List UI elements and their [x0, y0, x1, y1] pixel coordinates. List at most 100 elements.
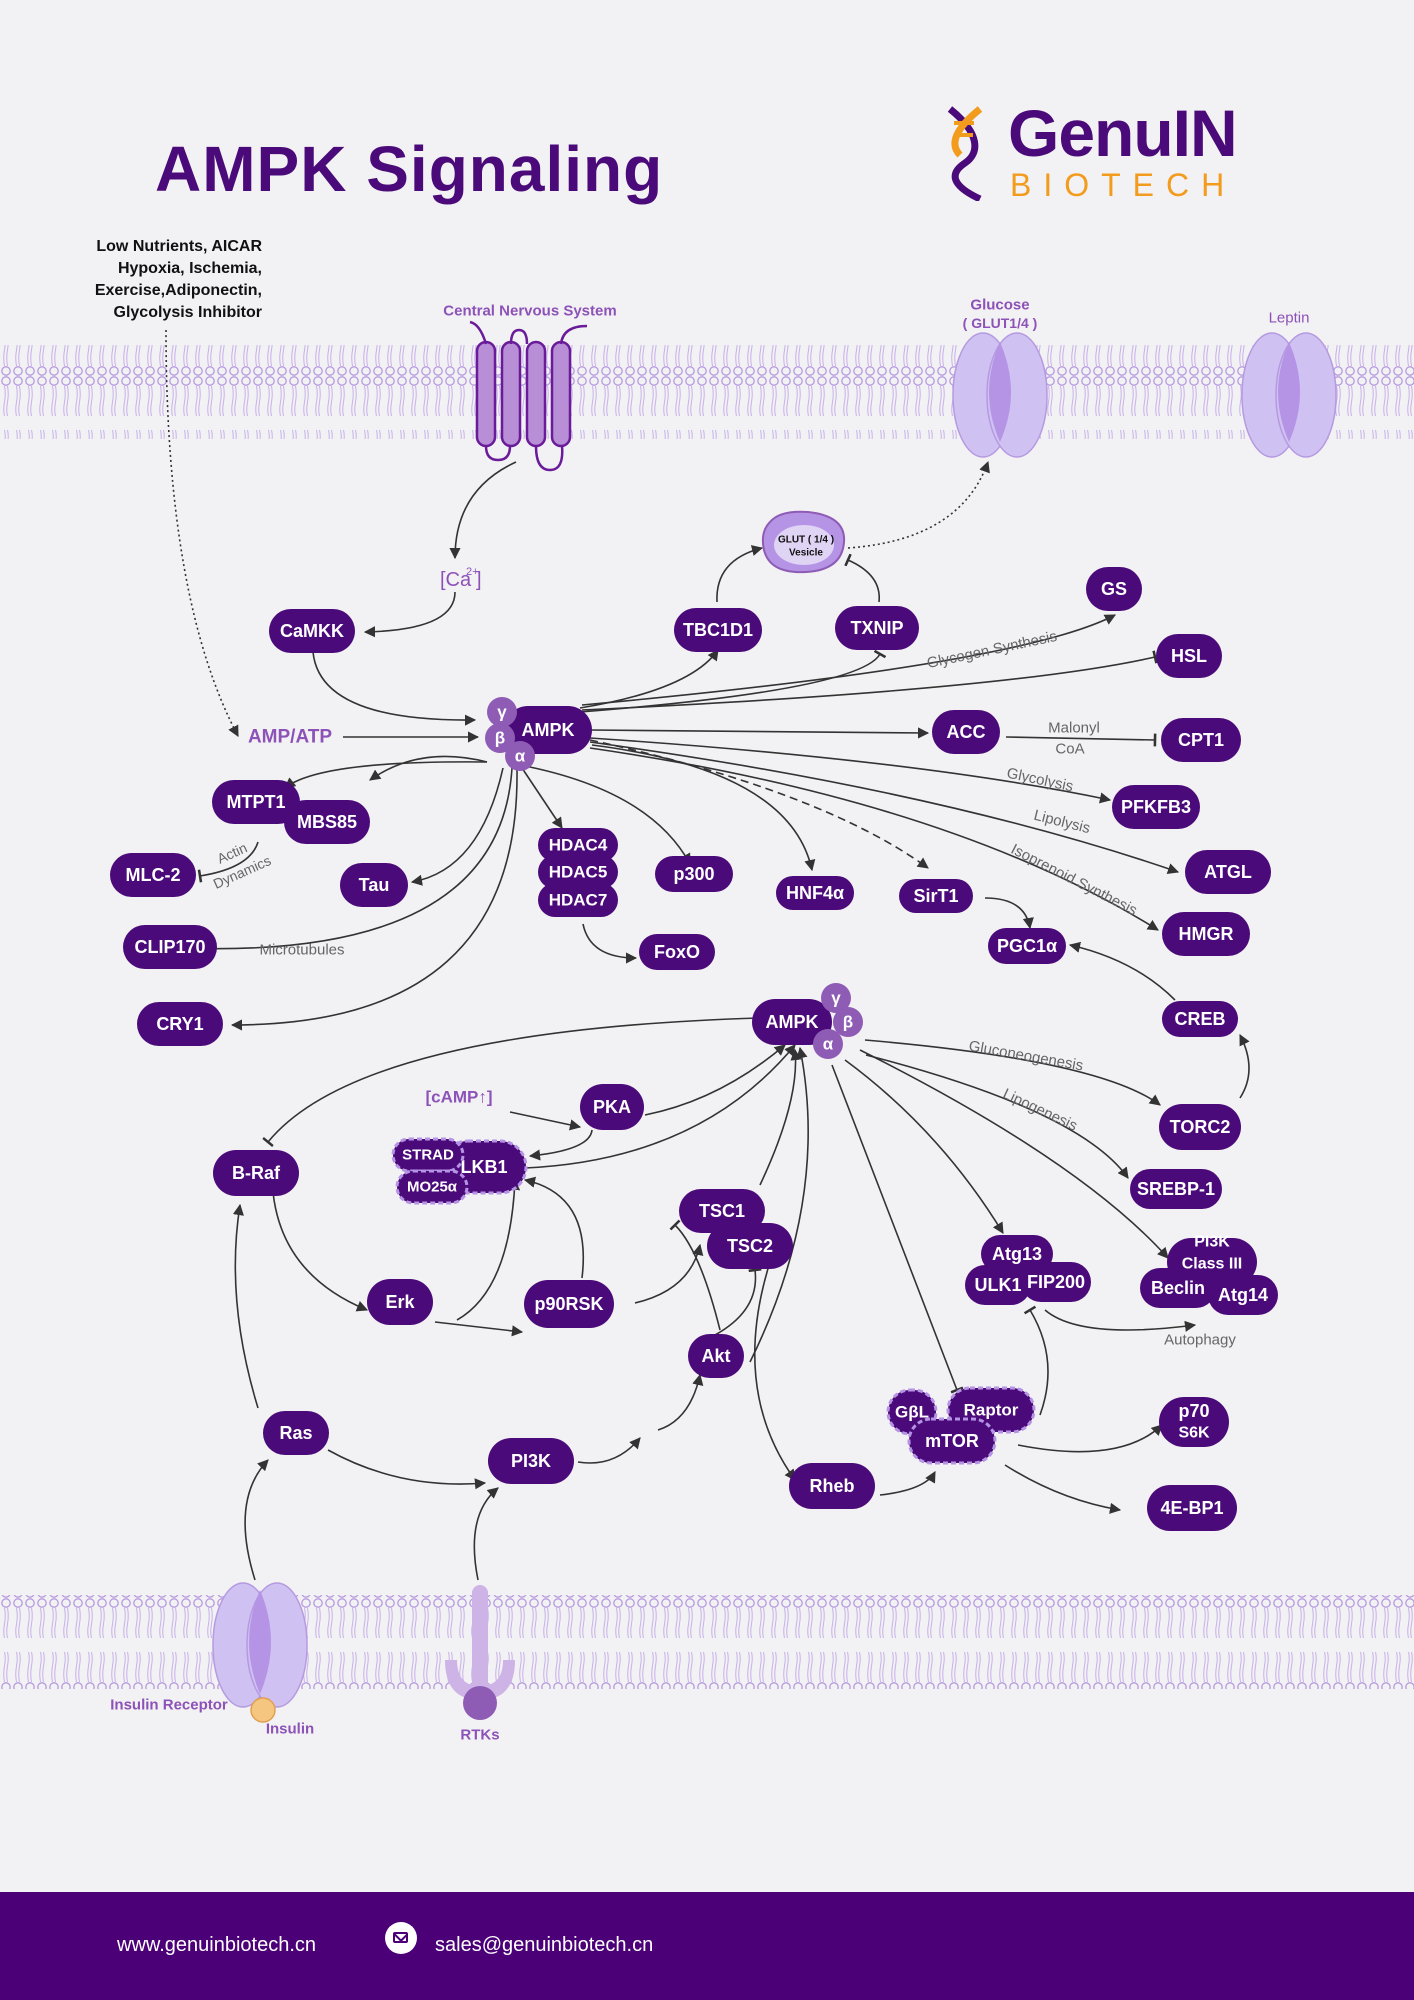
node-foxo	[639, 934, 715, 970]
website-link[interactable]: www.genuinbiotech.cn	[117, 1934, 317, 1956]
node-fip200	[1021, 1262, 1091, 1302]
edge-label-lipogenesis: Lipogenesis	[1000, 1085, 1080, 1134]
node-label-mbs85: MBS85	[297, 812, 357, 832]
node-label-lkb1: LKB1	[460, 1157, 507, 1177]
glut-vesicle-icon	[761, 510, 846, 574]
node-ebp1	[1147, 1485, 1237, 1531]
gpcr-icon	[475, 340, 572, 448]
dna-icon	[947, 106, 983, 201]
edge-label-glycolysis: Glycolysis	[1005, 765, 1075, 796]
node-hsl	[1156, 634, 1222, 678]
label-ca: [Ca	[440, 569, 472, 591]
node-camkk	[269, 609, 355, 653]
node-rheb	[789, 1463, 875, 1509]
node-label-cpt1: CPT1	[1178, 730, 1224, 750]
stimuli-list: Low Nutrients, AICAR Hypoxia, Ischemia, …	[60, 236, 262, 324]
label-rtks: RTKs	[460, 1727, 499, 1744]
node-label-mtpt1: MTPT1	[226, 792, 285, 812]
node-tbc1d1	[674, 608, 762, 652]
stimulus-line: Exercise,Adiponectin,	[94, 282, 262, 299]
node-mo25	[395, 1169, 469, 1205]
email-link[interactable]: sales@genuinbiotech.cn	[435, 1934, 654, 1956]
node-label-atgl: ATGL	[1204, 862, 1252, 882]
insulin-receptor-icon	[212, 1582, 308, 1723]
subunit-label-alpha: α	[823, 1035, 834, 1054]
node-label-clip170: CLIP170	[134, 937, 205, 957]
node-label-sirt1: SirT1	[913, 886, 958, 906]
node-label-mtor: mTOR	[925, 1431, 979, 1451]
label-camp: [cAMP↑]	[425, 1088, 492, 1107]
node-label-acc: ACC	[947, 722, 986, 742]
node-hdac7	[538, 883, 618, 917]
node-label-tsc1: TSC1	[699, 1201, 745, 1221]
node-pfkfb3	[1112, 785, 1200, 829]
node-label-p70: p70	[1178, 1401, 1209, 1421]
node-label-atg13: Atg13	[992, 1244, 1042, 1264]
node-label-gs: GS	[1101, 579, 1127, 599]
node-gs	[1086, 567, 1142, 611]
node-sirt1	[899, 879, 973, 913]
node-label-beclin: Beclin	[1151, 1278, 1205, 1298]
node-hnf4a	[776, 876, 854, 910]
node-label-txnip: TXNIP	[850, 618, 903, 638]
footer: www.genuinbiotech.cn sales@genuinbiotech…	[0, 1892, 1414, 2000]
node-label-camkk: CaMKK	[280, 621, 344, 641]
logo-name: GenuIN	[1008, 96, 1238, 170]
node-braf	[213, 1150, 299, 1196]
node-label-p90rsk: p90RSK	[534, 1294, 603, 1314]
node-label-hdac5: HDAC5	[549, 863, 608, 882]
label-glut: ( GLUT1/4 )	[963, 315, 1038, 331]
logo-subtitle: BIOTECH	[1010, 167, 1237, 203]
node-label-fip200: FIP200	[1027, 1272, 1085, 1292]
edge-label-malonyl: Malonyl	[1048, 720, 1100, 737]
node-ras	[263, 1411, 329, 1455]
node-label-hsl: HSL	[1171, 646, 1207, 666]
plasma-membrane-top	[0, 345, 1414, 439]
node-ampk1	[504, 706, 592, 754]
node-label-tsc2: TSC2	[727, 1236, 773, 1256]
stimulus-line: Hypoxia, Ischemia,	[117, 260, 262, 277]
subunit-label-gamma: γ	[831, 989, 841, 1008]
node-txnip	[835, 606, 919, 650]
leptin-receptor-icon	[1241, 332, 1337, 458]
node-pgc1a	[988, 928, 1066, 964]
node-label-rheb: Rheb	[810, 1476, 855, 1496]
node-label-mo25: MO25α	[407, 1179, 458, 1196]
subunit-label-beta: β	[843, 1013, 853, 1032]
node-label-ampk1: AMPK	[522, 720, 575, 740]
node-label-hmgr: HMGR	[1179, 924, 1234, 944]
node-label-hdac4: HDAC4	[549, 836, 608, 855]
node-label-srebp1: SREBP-1	[1137, 1179, 1215, 1199]
node-label-pfkfb3: PFKFB3	[1121, 797, 1191, 817]
node-label-foxo: FoxO	[654, 942, 700, 962]
edge-label-glycogen: Glycogen Synthesis	[925, 628, 1058, 672]
node-label-erk: Erk	[385, 1292, 415, 1312]
node-label-pgc1a: PGC1α	[997, 936, 1057, 956]
node-label-ampk2: AMPK	[766, 1012, 819, 1032]
node-label-p300: p300	[673, 864, 714, 884]
node-torc2	[1159, 1104, 1241, 1150]
node-clip170	[123, 925, 217, 969]
node-label-cry1: CRY1	[156, 1014, 203, 1034]
label-glucose: Glucose	[970, 297, 1029, 314]
node-label-hnf4a: HNF4α	[786, 883, 844, 903]
edge-label-microtubules: Microtubules	[259, 942, 344, 959]
subunit-beta	[833, 1007, 863, 1037]
node-label-pka: PKA	[593, 1097, 631, 1117]
mail-icon	[385, 1922, 417, 1954]
stimulus-line: Low Nutrients, AICAR	[96, 238, 262, 255]
subunit-beta	[485, 723, 515, 753]
node-label-tbc1d1: TBC1D1	[683, 620, 753, 640]
edge-label-lipolysis: Lipolysis	[1032, 807, 1092, 837]
node-tsc2	[707, 1223, 793, 1269]
node-label-pi3k-class3: Class III	[1182, 1256, 1242, 1273]
node-p90rsk	[524, 1280, 614, 1328]
label-ca-sup: 2+	[466, 566, 479, 578]
node-akt	[688, 1334, 744, 1378]
node-atgl	[1185, 850, 1271, 894]
node-acc	[932, 710, 1000, 754]
node-srebp1	[1130, 1169, 1222, 1209]
node-pi3k	[488, 1438, 574, 1484]
node-atg14	[1208, 1275, 1278, 1315]
label-leptin: Leptin	[1269, 310, 1310, 327]
